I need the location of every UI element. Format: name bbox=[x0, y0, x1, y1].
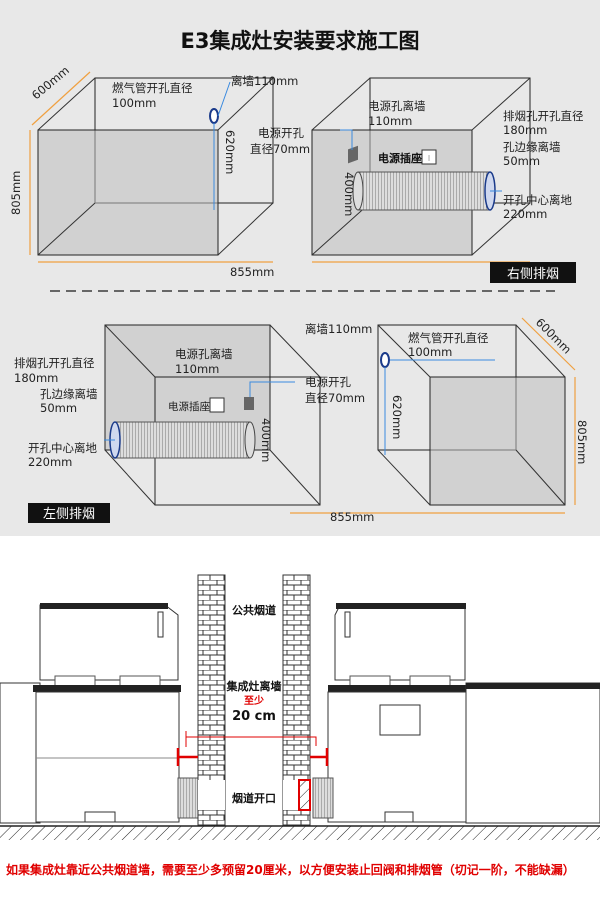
wall-distance-label: 离墙110mm bbox=[231, 74, 298, 88]
page-title: E3集成灶安装要求施工图 bbox=[181, 29, 420, 53]
socket-label: 电源插座 bbox=[168, 400, 210, 413]
gas-hole bbox=[209, 108, 219, 124]
ground bbox=[0, 826, 600, 840]
power-wall-value: 110mm bbox=[175, 362, 219, 376]
hole-height-label: 620mm bbox=[223, 130, 237, 174]
power-wall-value: 110mm bbox=[368, 114, 412, 128]
left-exhaust-badge bbox=[28, 503, 110, 523]
duct-height-label: 400mm bbox=[342, 172, 356, 216]
cabinet-left-exhaust: 排烟孔开孔直径 180mm 孔边缘离墙 50mm 开孔中心离地 220mm 电源… bbox=[14, 324, 365, 506]
cabinet-top-left: 600mm 805mm 燃气管开孔直径 100mm 离墙110mm 620mm bbox=[9, 63, 298, 263]
width-label-bottom: 855mm bbox=[330, 510, 374, 524]
edge-wall-value: 50mm bbox=[503, 154, 540, 168]
power-hole-size: 直径70mm bbox=[250, 142, 310, 156]
gas-hole-size: 100mm bbox=[112, 96, 156, 110]
check-valve bbox=[298, 779, 311, 811]
power-wall-label: 电源孔离墙 bbox=[368, 99, 426, 113]
power-hole-label: 电源开孔 bbox=[258, 126, 304, 140]
power-wall-label: 电源孔离墙 bbox=[175, 347, 233, 361]
power-hole bbox=[348, 145, 358, 164]
duct-height-label: 400mm bbox=[259, 418, 273, 462]
edge-wall-label: 孔边缘离墙 bbox=[40, 387, 98, 401]
width-label-top: 855mm bbox=[230, 265, 274, 279]
center-ground-value: 220mm bbox=[503, 207, 547, 221]
power-hole bbox=[244, 397, 254, 410]
right-stove bbox=[312, 603, 600, 824]
right-exhaust-badge bbox=[490, 262, 576, 283]
exhaust-hole-size: 180mm bbox=[503, 123, 547, 137]
gas-hole-label: 燃气管开孔直径 bbox=[112, 81, 193, 95]
height-label: 805mm bbox=[575, 420, 589, 464]
gas-hole-size: 100mm bbox=[408, 345, 452, 359]
power-hole-label: 电源开孔 bbox=[305, 375, 351, 389]
center-ground-label: 开孔中心离地 bbox=[503, 193, 572, 207]
socket-icon bbox=[209, 397, 225, 413]
clearance-value: 20 cm bbox=[232, 709, 276, 724]
exhaust-hole-label: 排烟孔开孔直径 bbox=[503, 109, 584, 123]
exhaust-hole-label: 排烟孔开孔直径 bbox=[14, 356, 95, 370]
cabinet-top-right: ⁝ 电源孔离墙 110mm 电源开孔 直径70mm 电源插座 400mm 排烟孔… bbox=[250, 77, 584, 263]
gas-hole-label: 燃气管开孔直径 bbox=[408, 331, 489, 345]
hole-height-label: 620mm bbox=[390, 395, 404, 439]
edge-wall-label: 孔边缘离墙 bbox=[503, 140, 561, 154]
edge-wall-value: 50mm bbox=[40, 401, 77, 415]
left-exhaust-label: 左侧排烟 bbox=[43, 507, 95, 522]
height-label: 805mm bbox=[9, 171, 23, 215]
socket-icon bbox=[421, 149, 437, 165]
exhaust-duct bbox=[357, 171, 491, 211]
public-flue-label: 公共烟道 bbox=[232, 603, 276, 617]
power-hole-size: 直径70mm bbox=[305, 391, 365, 405]
depth-dimension bbox=[31, 71, 91, 126]
warning-text: 如果集成灶靠近公共烟道墙，需要至少多预留20厘米，以方便安装止回阀和排烟管（切记… bbox=[6, 862, 575, 877]
center-ground-label: 开孔中心离地 bbox=[28, 441, 97, 455]
at-least-label: 至少 bbox=[244, 694, 264, 707]
exhaust-hole-size: 180mm bbox=[14, 371, 58, 385]
svg-text:⁝: ⁝ bbox=[428, 154, 431, 163]
clearance-marker bbox=[176, 748, 329, 766]
wall-distance-label: 离墙110mm bbox=[305, 322, 372, 336]
socket-label: 电源插座 bbox=[378, 151, 422, 165]
right-exhaust-label: 右侧排烟 bbox=[507, 267, 559, 282]
center-ground-value: 220mm bbox=[28, 455, 72, 469]
flue-opening-label: 烟道开口 bbox=[232, 791, 276, 805]
gas-hole bbox=[380, 352, 390, 368]
left-stove bbox=[0, 603, 201, 824]
clearance-label: 集成灶离墙 bbox=[226, 679, 282, 693]
